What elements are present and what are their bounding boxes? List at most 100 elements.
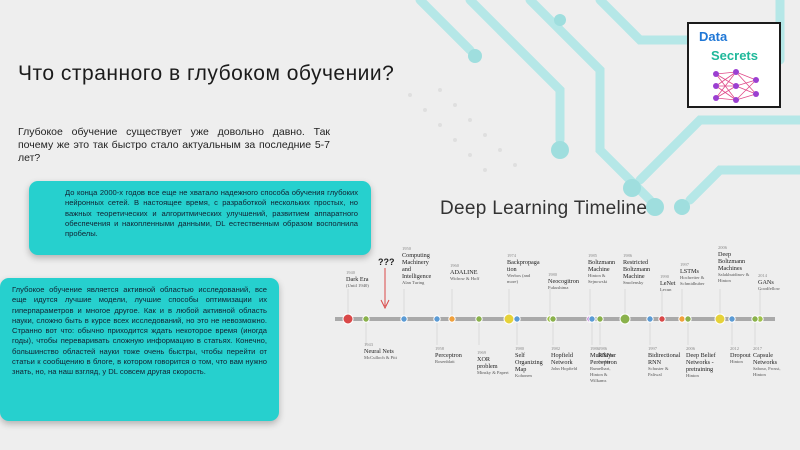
timeline-event-bottom-10-author: Sabour, Frosst, Hinton xyxy=(753,366,781,377)
timeline-event-top-10-author: Goodfellow xyxy=(758,286,780,291)
neural-network-icon xyxy=(713,69,759,103)
logo-line2: Secrets xyxy=(711,48,758,63)
timeline-event-top-6-author: Smolensky xyxy=(623,280,644,285)
timeline-event-bottom-5-year: 1986 xyxy=(590,346,599,351)
timeline-event-top-2-name: ADALINE xyxy=(450,269,478,276)
timeline-event-top-3-year: 1974 xyxy=(507,253,516,258)
timeline-event-top-9-author: Salakhutdinov & Hinton xyxy=(718,272,750,283)
info-box-history: До конца 2000-х годов все еще не хватало… xyxy=(29,181,371,255)
timeline-event-bottom-7-year: 1997 xyxy=(648,346,657,351)
timeline-event-top-7-year: 1990 xyxy=(660,274,669,279)
timeline-event-top-1-year: 1950 xyxy=(402,246,411,251)
timeline-event-bottom-6-author: Jordan xyxy=(598,359,611,364)
info-box-history-text: До конца 2000-х годов все еще не хватало… xyxy=(65,188,358,239)
timeline-event-bottom-1-year: 1958 xyxy=(435,346,444,351)
timeline-event-top-10-name: GANs xyxy=(758,279,774,286)
timeline-event-bottom-3-year: 1980 xyxy=(515,346,524,351)
timeline-event-bottom-2-year: 1969 xyxy=(477,350,486,355)
timeline-event-bottom-4-name: Hopfield Network xyxy=(551,352,573,366)
timeline-event-top-8-year: 1997 xyxy=(680,262,689,267)
timeline-event-top-9-name: Deep Boltzmann Machines xyxy=(718,251,746,272)
timeline-event-bottom-8-author: Hinton xyxy=(686,373,699,378)
timeline-event-bottom-5-author: Rumelhart, Hinton & Wilkams xyxy=(590,366,611,383)
timeline-event-top-3-name: Backpropaga tion xyxy=(507,259,540,273)
timeline-event-bottom-1-name: Perceptron xyxy=(435,352,462,359)
timeline-event-top-4-author: Fukushima xyxy=(548,285,569,290)
timeline-event-bottom-3-author: Kohonen xyxy=(515,373,532,378)
timeline-event-bottom-6-name: RNNs xyxy=(598,352,614,359)
timeline-event-bottom-10-name: Capsule Networks xyxy=(753,352,778,366)
timeline-event-bottom-10-year: 2017 xyxy=(753,346,762,351)
timeline-event-top-1-author: Alan Turing xyxy=(402,280,425,285)
timeline-event-bottom-4-year: 1982 xyxy=(551,346,560,351)
timeline-event-top-0-author: (Until 1940) xyxy=(346,283,369,288)
timeline-event-top-4-year: 1980 xyxy=(548,272,557,277)
data-secrets-logo: Data Secrets xyxy=(687,22,781,108)
timeline-event-bottom-8-year: 2006 xyxy=(686,346,695,351)
page-title: Что странного в глубоком обучении? xyxy=(18,62,395,85)
timeline-title: Deep Learning Timeline xyxy=(440,198,648,219)
timeline-event-top-9-year: 2006 xyxy=(718,245,727,250)
timeline-event-top-0-year: 1940 xyxy=(346,270,355,275)
timeline-event-bottom-4-author: John Hopfield xyxy=(551,366,578,371)
timeline-event-bottom-9-year: 2012 xyxy=(730,346,739,351)
timeline-event-bottom-0-year: 1943 xyxy=(364,342,373,347)
timeline-event-top-6-year: 1986 xyxy=(623,253,632,258)
info-box-research-text: Глубокое обучение является активной обла… xyxy=(12,285,267,377)
timeline-event-top-2-author: Widrow & Hoff xyxy=(450,276,480,281)
logo-line1: Data xyxy=(699,29,728,44)
timeline-event-top-8-name: LSTMs xyxy=(680,268,699,275)
timeline-event-bottom-9-name: Dropout xyxy=(730,352,751,359)
timeline-event-bottom-7-author: Schuster & Paliwal xyxy=(648,366,669,377)
timeline-event-top-5-author: Hinton & Sejnowski xyxy=(588,273,608,284)
timeline-event-bottom-9-author: Hinton xyxy=(730,359,743,364)
timeline-event-top-8-author: Hochreiter & Schmidhuber xyxy=(680,275,705,286)
timeline-event-bottom-7-name: Bidirectional RNN xyxy=(648,352,681,366)
timeline-event-top-2-year: 1960 xyxy=(450,263,459,268)
timeline-event-bottom-5-name: Multilayer Perceptron xyxy=(590,352,617,366)
timeline-event-bottom-0-author: McCulloch & Pitt xyxy=(364,355,397,360)
timeline-event-bottom-0-name: Neural Nets xyxy=(364,348,394,355)
timeline-event-top-6-name: Restricted Boltzmann Machine xyxy=(623,259,651,280)
timeline-event-bottom-3-name: Self Organizing Map xyxy=(515,352,543,373)
timeline-event-top-5-name: Boltzmann Machine xyxy=(588,259,616,273)
timeline-event-top-4-name: Neocogitron xyxy=(548,278,579,285)
timeline-event-top-0-name: Dark Era xyxy=(346,276,369,283)
timeline-event-bottom-1-author: Rosenblatt xyxy=(435,359,455,364)
timeline-event-top-5-year: 1985 xyxy=(588,253,597,258)
timeline-event-top-1-name: Computing Machinery and Intelligence xyxy=(402,252,432,280)
intro-text: Глубокое обучение существует уже довольн… xyxy=(18,126,330,164)
timeline-event-top-7-author: Lecun xyxy=(660,287,672,292)
timeline-event-bottom-2-name: XOR problem xyxy=(477,356,498,370)
info-box-research: Глубокое обучение является активной обла… xyxy=(0,278,279,421)
timeline-event-top-7-name: LeNet xyxy=(660,280,676,287)
timeline-event-bottom-8-name: Deep Belief Networks - pretraining xyxy=(686,352,716,373)
question-mark: ??? xyxy=(378,257,395,267)
timeline-event-top-3-author: Werbos (and more) xyxy=(507,273,531,284)
timeline-event-top-10-year: 2014 xyxy=(758,273,767,278)
timeline-event-bottom-6-year: 1986 xyxy=(598,346,607,351)
timeline-event-bottom-2-author: Minsky & Papert xyxy=(477,370,509,375)
